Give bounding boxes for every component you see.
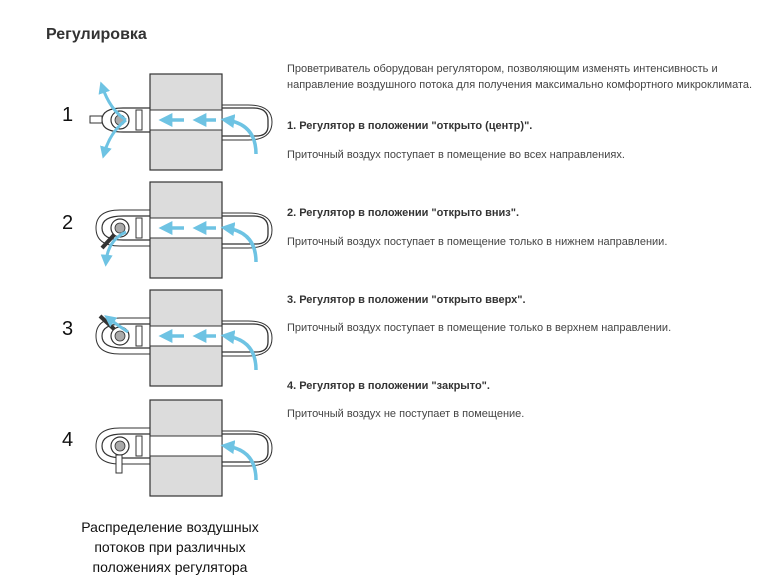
airflow-diagram-2: [95, 181, 273, 279]
page-title: Регулировка: [46, 26, 147, 43]
intro-text: Проветриватель оборудован регулятором, п…: [287, 63, 753, 91]
item-heading-1: 1. Регулятор в положении "открыто (центр…: [287, 120, 533, 132]
item-text-2: Приточный воздух поступает в помещение т…: [287, 236, 668, 248]
airflow-diagram-4: [95, 399, 273, 497]
diagram-caption: Распределение воздушных потоков при разл…: [81, 519, 259, 575]
item-text-4: Приточный воздух не поступает в помещени…: [287, 408, 525, 420]
diagram-number-1: 1: [62, 104, 74, 126]
diagram-number-4: 4: [62, 429, 74, 451]
airflow-diagram-1: [89, 73, 273, 171]
diagram-number-3: 3: [62, 318, 74, 340]
item-text-1: Приточный воздух поступает в помещение в…: [287, 149, 625, 161]
item-heading-4: 4. Регулятор в положении "закрыто".: [287, 380, 490, 392]
item-text-3: Приточный воздух поступает в помещение т…: [287, 322, 672, 334]
item-heading-2: 2. Регулятор в положении "открыто вниз".: [287, 207, 520, 219]
airflow-diagram-3: [95, 289, 273, 387]
diagram-number-2: 2: [62, 212, 74, 234]
item-heading-3: 3. Регулятор в положении "открыто вверх"…: [287, 294, 526, 306]
